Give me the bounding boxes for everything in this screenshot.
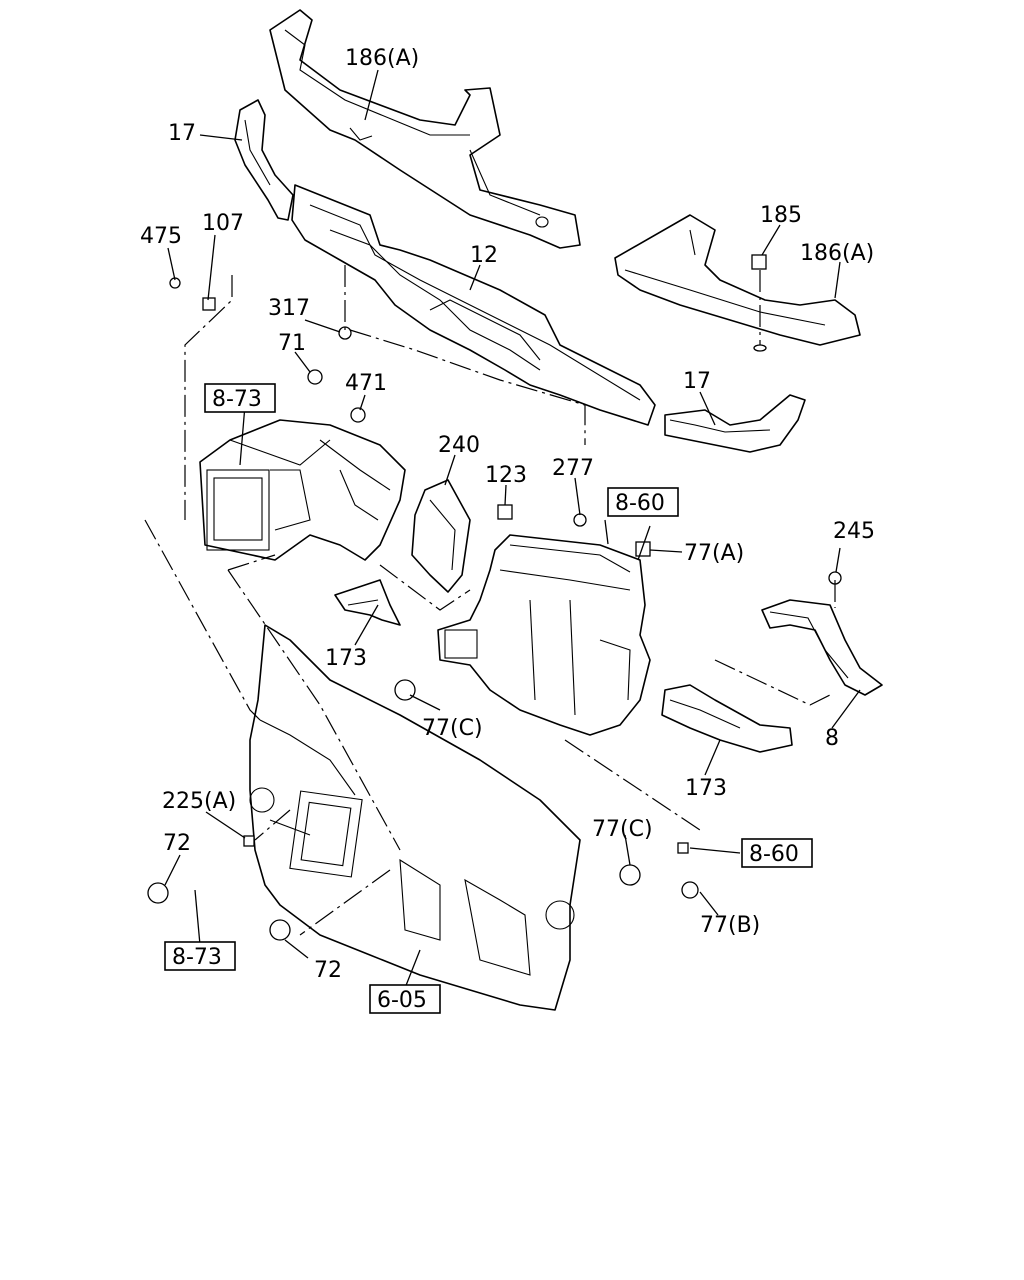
- callout-475: 475: [140, 224, 182, 249]
- ref-6-05-label: 6-05: [377, 988, 427, 1013]
- duct-186a-right: [614, 214, 861, 346]
- bolt-72-bottom: [269, 919, 291, 941]
- heater-unit: [437, 534, 651, 736]
- ref-8-60-bottom-label: 8-60: [749, 842, 799, 867]
- bolt-123: [497, 504, 513, 520]
- callouts: 186(A) 17 475 107 12 185 186(A) 317 71 4…: [140, 46, 875, 983]
- nut-471: [350, 407, 366, 423]
- washer-185: [753, 344, 767, 352]
- callout-77a: 77(A): [684, 541, 744, 566]
- callout-77c-right: 77(C): [592, 817, 653, 842]
- callout-186a-top: 186(A): [345, 46, 419, 71]
- ref-8-60-bottom: 8-60: [741, 838, 813, 868]
- callout-245: 245: [833, 519, 875, 544]
- duct-17-right: [664, 394, 806, 453]
- ref-8-73-top: 8-73: [204, 383, 276, 413]
- callout-173-left: 173: [325, 646, 367, 671]
- callout-277: 277: [552, 456, 594, 481]
- duct-12-center: [291, 184, 656, 426]
- callout-225a: 225(A): [162, 789, 236, 814]
- part-173-left: [334, 579, 401, 626]
- duct-186a-top: [269, 9, 581, 249]
- hardware: [147, 254, 842, 941]
- alignment-lines: [144, 265, 836, 936]
- callout-72-bottom: 72: [314, 958, 342, 983]
- bolt-185: [751, 254, 767, 270]
- blower-unit: [199, 419, 406, 561]
- bolt-77b: [681, 881, 699, 899]
- duct-17-left: [234, 99, 294, 221]
- callout-72-left: 72: [163, 831, 191, 856]
- ref-8-60-top: 8-60: [607, 487, 679, 517]
- bolt-77c-right: [619, 864, 641, 886]
- clip-8-60: [677, 842, 689, 854]
- bolt-107: [202, 297, 216, 311]
- callout-12: 12: [470, 243, 498, 268]
- nut-277: [573, 513, 587, 527]
- callout-17-right: 17: [683, 369, 711, 394]
- callout-471: 471: [345, 371, 387, 396]
- bolt-77c-mid: [394, 679, 416, 701]
- ref-8-60-top-label: 8-60: [615, 491, 665, 516]
- callout-8: 8: [825, 726, 839, 751]
- callout-71: 71: [278, 331, 306, 356]
- ref-8-73-bottom: 8-73: [164, 941, 236, 971]
- callout-185: 185: [760, 203, 802, 228]
- callout-77b: 77(B): [700, 913, 760, 938]
- callout-186a-right: 186(A): [800, 241, 874, 266]
- reference-boxes: 8-73 8-60 8-60 8-73 6-05: [164, 383, 813, 1014]
- bolt-77a: [635, 541, 651, 557]
- part-8-duct: [761, 599, 883, 696]
- callout-317: 317: [268, 296, 310, 321]
- nut-71: [307, 369, 323, 385]
- leader-lines: [164, 69, 861, 989]
- callout-240: 240: [438, 433, 480, 458]
- dash-panel: [249, 624, 581, 1011]
- clip-225a: [243, 835, 255, 847]
- ref-6-05: 6-05: [369, 984, 441, 1014]
- ref-8-73-top-label: 8-73: [212, 387, 262, 412]
- part-173-right: [661, 684, 793, 753]
- callout-17-left: 17: [168, 121, 196, 146]
- callout-173-right: 173: [685, 776, 727, 801]
- part-240: [411, 479, 471, 593]
- callout-107: 107: [202, 211, 244, 236]
- callout-77c-mid: 77(C): [422, 716, 483, 741]
- callout-123: 123: [485, 463, 527, 488]
- bolt-72-left: [147, 882, 169, 904]
- ref-8-73-bottom-label: 8-73: [172, 945, 222, 970]
